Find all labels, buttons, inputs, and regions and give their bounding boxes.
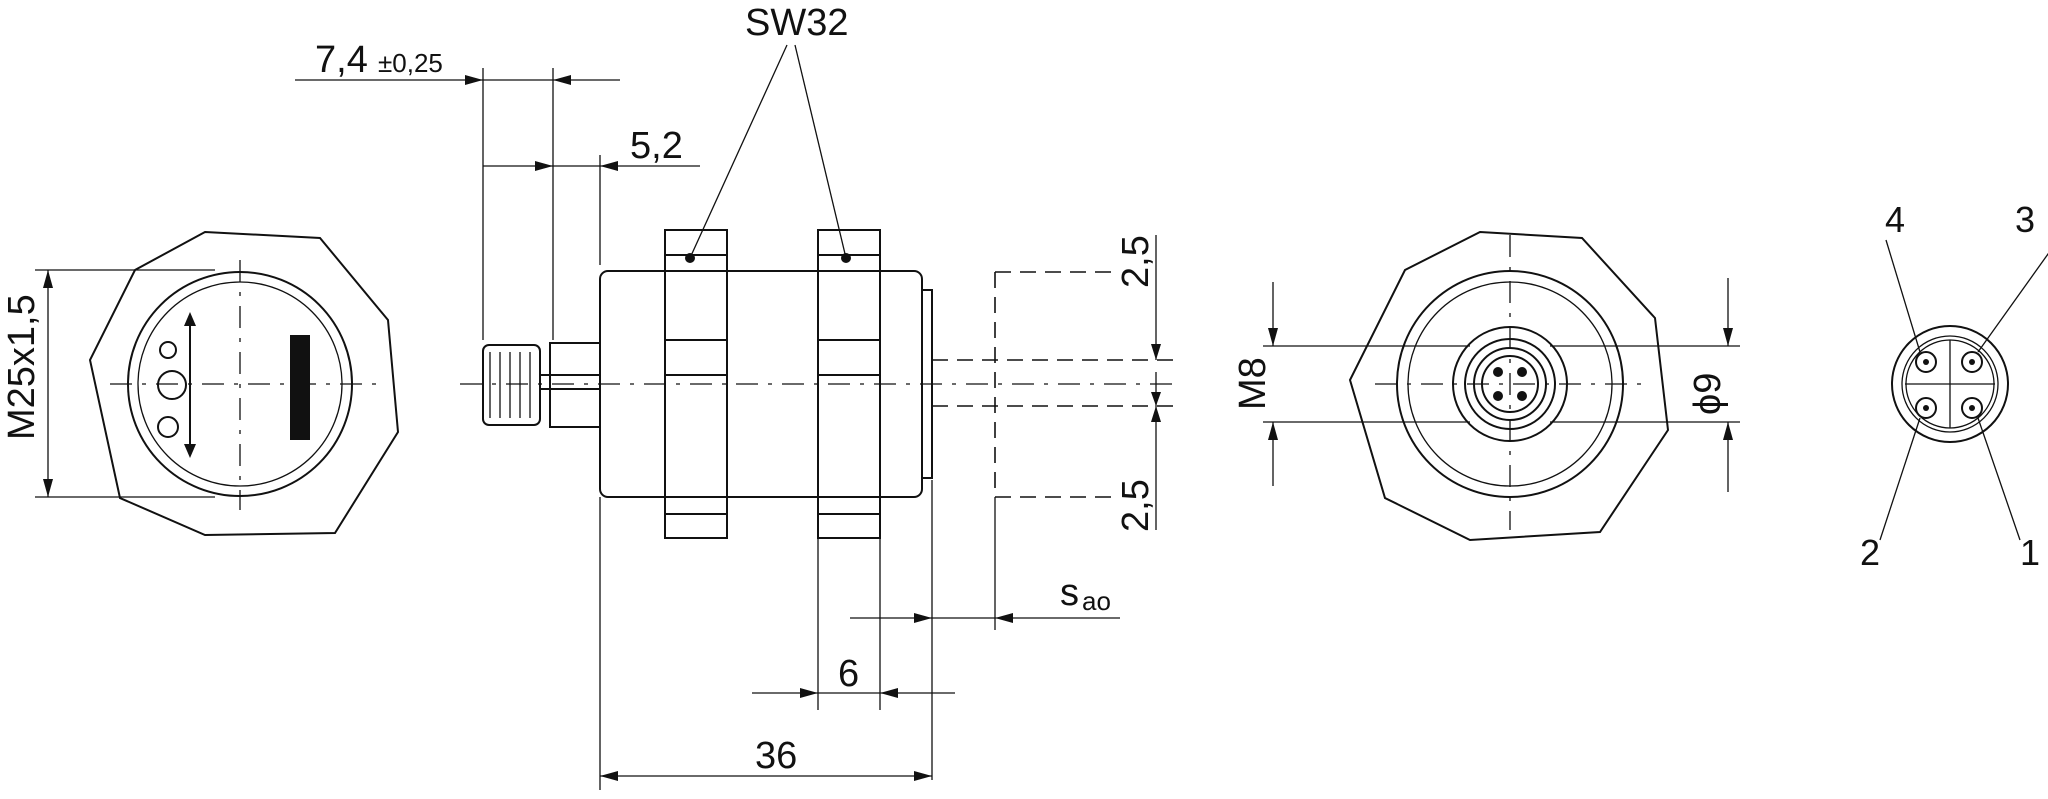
pin1-label: 1 <box>2020 532 2040 573</box>
switching-distance-label: s <box>1060 572 1079 614</box>
side-view: 2,5 2,5 SW32 7,4 ±0,25 5,2 s ao <box>295 2 1175 790</box>
pin-assignment: 4 3 2 1 <box>1860 199 2048 573</box>
front-view-sensing-face: M25x1,5 <box>1 230 400 537</box>
field-half-upper-label: 2,5 <box>1115 235 1157 288</box>
wrench-size-label: SW32 <box>745 2 848 44</box>
nut-width-label: 6 <box>838 653 859 695</box>
connector-offset-label: 5,2 <box>630 125 683 167</box>
field-half-lower-label: 2,5 <box>1115 479 1157 532</box>
thread-main-label: M25x1,5 <box>1 294 43 440</box>
pin3-label: 3 <box>2015 199 2035 240</box>
brand-logo-icon <box>290 335 310 440</box>
pin4-icon <box>1915 351 1937 373</box>
flange-tolerance-label: ±0,25 <box>378 48 443 78</box>
body-length-label: 36 <box>755 735 797 777</box>
thread-connector-label: M8 <box>1232 357 1274 410</box>
connector-diameter-label: ϕ9 <box>1687 373 1729 415</box>
pin2-label: 2 <box>1860 532 1880 573</box>
flange-value-label: 7,4 <box>315 39 368 81</box>
sensing-face-symbols-icon <box>157 312 196 458</box>
switching-distance-sub-label: ao <box>1082 586 1111 616</box>
pin4-label: 4 <box>1885 199 1905 240</box>
pin1-icon <box>1961 397 1983 419</box>
pin2-icon <box>1915 397 1937 419</box>
rear-view-connector: M8 ϕ9 <box>1232 230 1740 542</box>
pin3-icon <box>1961 351 1983 373</box>
